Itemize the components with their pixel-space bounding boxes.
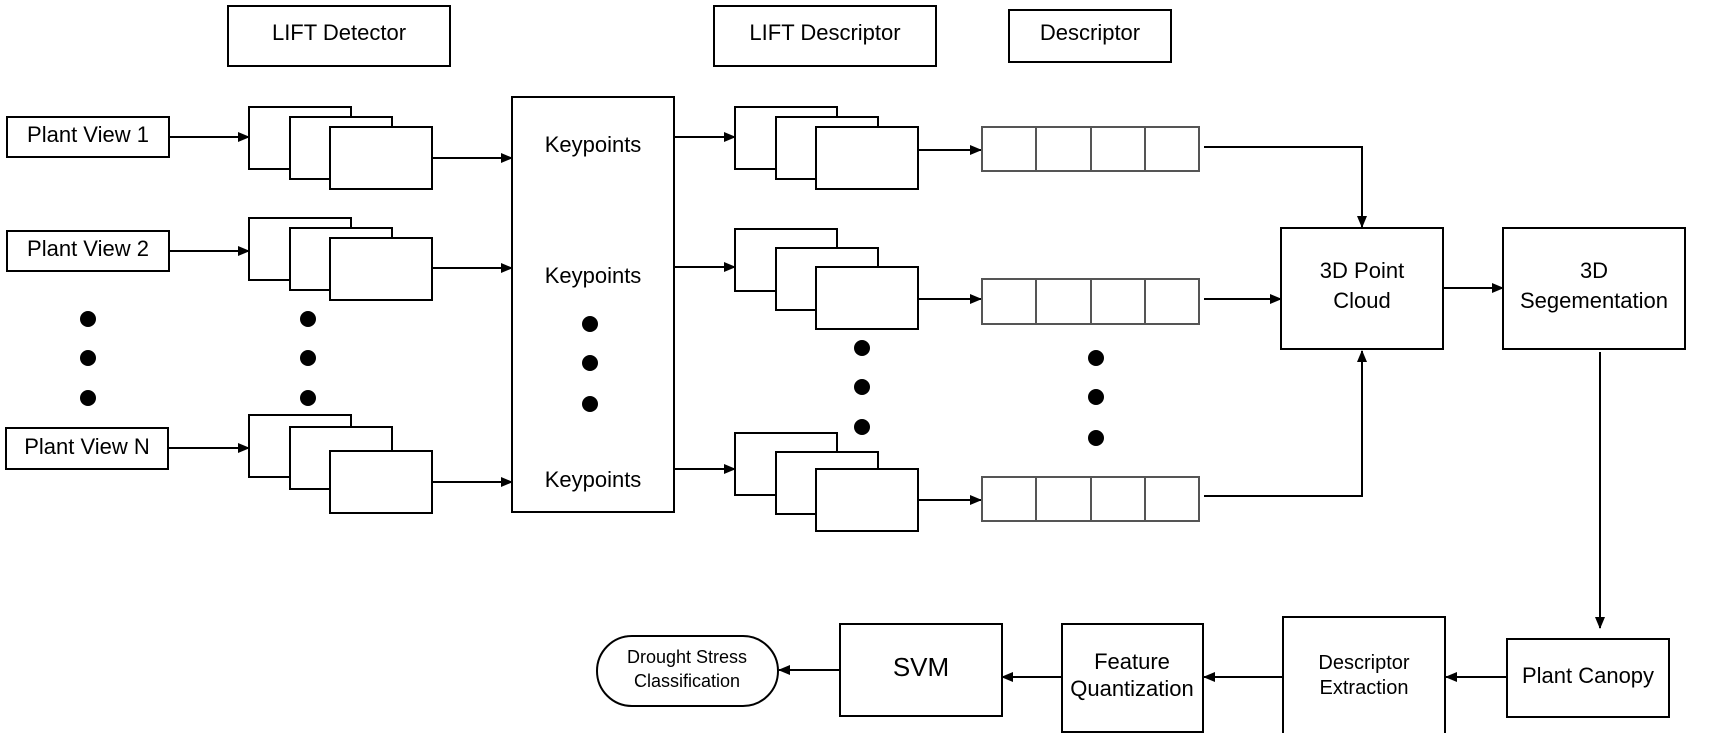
point-cloud-box: 3D Point Cloud: [1280, 227, 1444, 350]
detector-stack-2: [248, 217, 433, 301]
detector-stack-1: [248, 106, 433, 190]
descriptor-vector-ellipsis: [1088, 350, 1104, 446]
plant-view-n: Plant View N: [5, 427, 169, 470]
lift-descriptor-header: LIFT Descriptor: [713, 5, 937, 67]
descriptor-vector-2: [981, 278, 1200, 325]
feature-quantization-box: Feature Quantization: [1061, 623, 1204, 733]
plant-canopy-label: Plant Canopy: [1522, 663, 1654, 688]
drought-stress-label-line1: Drought Stress: [627, 647, 747, 667]
descriptor-extraction-label-line1: Descriptor: [1318, 652, 1409, 674]
descriptor-label: Descriptor: [1040, 20, 1140, 45]
descriptor-stack-n: [734, 432, 919, 532]
drought-stress-label-line2: Classification: [634, 671, 740, 691]
svm-label: SVM: [893, 652, 949, 682]
input-ellipsis: [80, 311, 96, 406]
lift-detector-header: LIFT Detector: [227, 5, 451, 67]
point-cloud-label-line2: Cloud: [1333, 288, 1390, 313]
plant-view-2: Plant View 2: [6, 230, 170, 272]
descriptor-stack-1: [734, 106, 919, 190]
descriptor-vector-n: [981, 476, 1200, 522]
keypoints-label-2: Keypoints: [545, 263, 642, 288]
descriptor-extraction-box: Descriptor Extraction: [1282, 616, 1446, 733]
svm-box: SVM: [839, 623, 1003, 717]
feature-quantization-label-line1: Feature: [1094, 649, 1170, 674]
descriptor-stack-ellipsis: [854, 340, 870, 435]
keypoints-label-1: Keypoints: [545, 132, 642, 157]
feature-quantization-label-line2: Quantization: [1070, 676, 1194, 701]
plant-canopy-box: Plant Canopy: [1506, 638, 1670, 718]
keypoints-label-n: Keypoints: [545, 467, 642, 492]
segmentation-label-line2: Segementation: [1520, 288, 1668, 313]
detector-ellipsis: [300, 311, 316, 406]
keypoints-box: Keypoints Keypoints Keypoints: [511, 96, 675, 513]
segmentation-box: 3D Segementation: [1502, 227, 1686, 350]
descriptor-vector-1: [981, 126, 1200, 172]
plant-view-1: Plant View 1: [6, 116, 170, 158]
detector-stack-n: [248, 414, 433, 514]
plant-view-n-label: Plant View N: [24, 434, 150, 459]
descriptor-stack-2: [734, 228, 919, 330]
point-cloud-label-line1: 3D Point: [1320, 258, 1404, 283]
drought-stress-classification: Drought Stress Classification: [596, 635, 779, 707]
plant-view-2-label: Plant View 2: [27, 236, 149, 261]
lift-detector-label: LIFT Detector: [272, 20, 406, 45]
lift-descriptor-label: LIFT Descriptor: [749, 20, 900, 45]
segmentation-label-line1: 3D: [1580, 258, 1608, 283]
descriptor-header: Descriptor: [1008, 9, 1172, 63]
descriptor-extraction-label-line2: Extraction: [1320, 677, 1409, 699]
plant-view-1-label: Plant View 1: [27, 122, 149, 147]
